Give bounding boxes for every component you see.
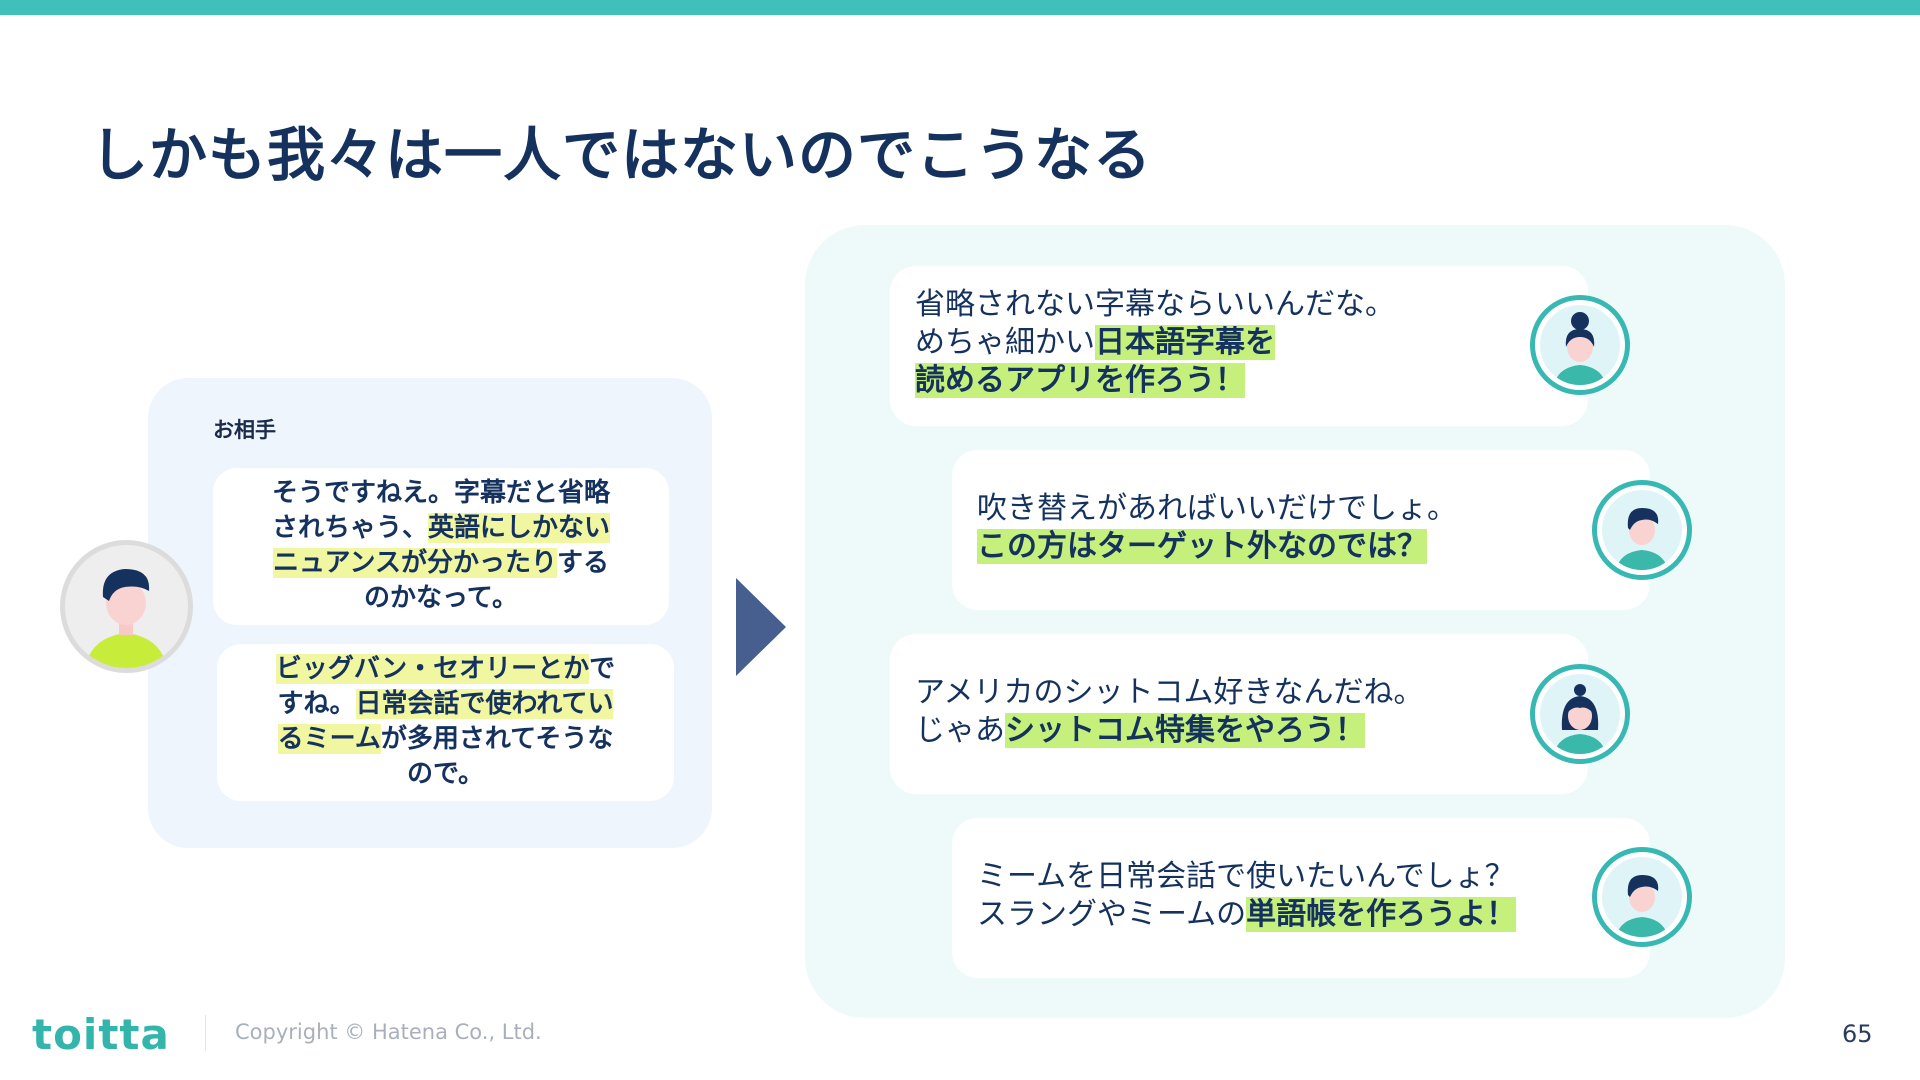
footer-divider [205, 1015, 206, 1051]
bubble-text: する [556, 548, 609, 578]
highlighted-text: 日常会話で使われてい [355, 689, 614, 719]
idea-speech-bubble-1: 省略されない字幕ならいいんだな。 めちゃ細かい日本語字幕を 読めるアプリを作ろう… [890, 266, 1588, 426]
slide-title: しかも我々は一人ではないのでこうなる [90, 121, 1153, 189]
bubble-line: めちゃ細かい日本語字幕を [915, 324, 1588, 362]
bubble-text: ミームを日常会話で使いたいんでしょ？ [977, 859, 1515, 894]
highlighted-text: シットコム特集をやろう！ [1005, 713, 1365, 748]
bubble-line: スラングやミームの単語帳を作ろうよ！ [977, 896, 1650, 934]
highlighted-text: この方はターゲット外なのでは？ [977, 529, 1427, 564]
bubble-text: で [589, 654, 616, 684]
bubble-line: この方はターゲット外なのでは？ [977, 528, 1650, 566]
bubble-text: 吹き替えがあればいいだけでしょ。 [977, 491, 1457, 526]
bubble-text: のかなって。 [364, 583, 518, 613]
bubble-text: ので。 [407, 759, 484, 789]
bubble-text: アメリカのシットコム好きなんだね。 [915, 675, 1424, 710]
idea-speech-bubble-2: 吹き替えがあればいいだけでしょ。 この方はターゲット外なのでは？ [952, 450, 1650, 610]
bubble-line: ミームを日常会話で使いたいんでしょ？ [977, 858, 1650, 896]
highlighted-text: 単語帳を作ろうよ！ [1246, 897, 1517, 932]
copyright-text: Copyright © Hatena Co., Ltd. [235, 1020, 542, 1044]
bubble-line: 読めるアプリを作ろう！ [915, 362, 1588, 400]
highlighted-text: 日本語字幕を [1095, 325, 1275, 360]
bubble-text: が多用されてそうな [380, 724, 614, 754]
page-number: 65 [1842, 1020, 1873, 1048]
highlighted-text: 読めるアプリを作ろう！ [915, 363, 1245, 398]
bubble-text: そうですねえ。字幕だと省略 [271, 478, 610, 508]
arrow-right-icon [736, 578, 786, 676]
woman-bun-avatar-icon [1530, 295, 1630, 395]
bubble-line: じゃあシットコム特集をやろう！ [915, 712, 1588, 750]
bubble-line: 吹き替えがあればいいだけでしょ。 [977, 490, 1650, 528]
highlighted-text: 英語にしかない [428, 513, 611, 543]
bubble-text: 省略されない字幕ならいいんだな。 [915, 287, 1395, 322]
bubble-text: すね。 [277, 689, 356, 719]
partner-label: お相手 [213, 418, 276, 442]
partner-speech-bubble-1: そうですねえ。字幕だと省略 されちゃう、英語にしかない ニュアンスが分かったりす… [213, 468, 669, 625]
man-avatar-icon [1592, 847, 1692, 947]
highlighted-text: るミーム [277, 724, 381, 754]
person-avatar-icon [60, 540, 193, 673]
idea-speech-bubble-3: アメリカのシットコム好きなんだね。 じゃあシットコム特集をやろう！ [890, 634, 1588, 794]
bubble-line: 省略されない字幕ならいいんだな。 [915, 286, 1588, 324]
partner-speech-bubble-2: ビッグバン・セオリーとかで すね。日常会話で使われてい るミームが多用されてそう… [217, 644, 674, 801]
bubble-text: めちゃ細かい [915, 325, 1095, 360]
top-accent-bar [0, 0, 1920, 15]
bubble-text: されちゃう、 [271, 513, 428, 543]
man-avatar-icon [1592, 480, 1692, 580]
toitta-logo: toitta [32, 1010, 170, 1059]
highlighted-text: ビッグバン・セオリーとか [275, 654, 590, 684]
idea-speech-bubble-4: ミームを日常会話で使いたいんでしょ？ スラングやミームの単語帳を作ろうよ！ [952, 818, 1650, 978]
highlighted-text: ニュアンスが分かったり [273, 548, 557, 578]
bubble-text: じゃあ [915, 713, 1005, 748]
woman-avatar-icon [1530, 664, 1630, 764]
bubble-text: スラングやミームの [977, 897, 1247, 932]
bubble-line: アメリカのシットコム好きなんだね。 [915, 674, 1588, 712]
